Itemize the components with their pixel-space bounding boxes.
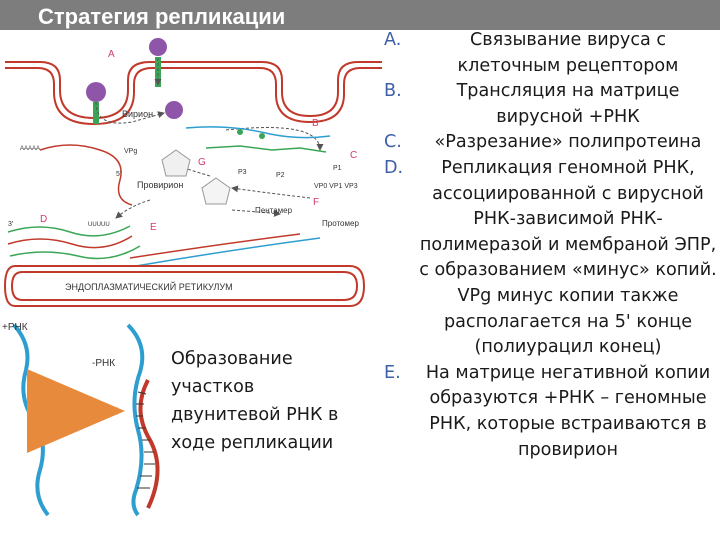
virion-icon	[165, 101, 183, 119]
label-five-prime: 5'	[116, 171, 121, 178]
label-a: A	[108, 49, 115, 60]
step-a: A. Связывание вируса с клеточным рецептор…	[384, 28, 718, 79]
translation-rna	[185, 126, 331, 139]
label-three-prime: 3'	[8, 221, 13, 228]
step-text: «Разрезание» полипротеина	[434, 132, 702, 153]
label-provirion: Провирион	[137, 180, 183, 190]
step-letter: D.	[384, 157, 404, 178]
pentamer-icon	[201, 177, 231, 205]
receptor-icon	[155, 57, 161, 87]
step-letter: B.	[384, 81, 402, 102]
label-plus-rna: +РНК	[2, 322, 28, 333]
virion-icon	[86, 82, 106, 124]
label-virion: Вирион	[122, 109, 153, 119]
slide-title: Стратегия репликации	[38, 4, 286, 29]
label-p3: P3	[238, 169, 247, 176]
step-text: Трансляция на матрице вирусной +РНК	[456, 81, 680, 127]
cell-membrane	[5, 61, 382, 126]
label-pentamer: Пентамер	[255, 206, 293, 215]
label-aaaaa: AAAAA	[20, 146, 40, 152]
step-text: Связывание вируса с клеточным рецептором	[457, 30, 679, 76]
replication-diagram: A B C D E F G Вирион Провирион Пентамер …	[2, 38, 382, 517]
step-b: B. Трансляция на матрице вирусной +РНК	[384, 79, 718, 130]
plus-rna-strand	[12, 323, 50, 517]
label-protomer: Протомер	[322, 219, 359, 228]
diagram-labels: A B C D E F G Вирион Провирион Пентамер …	[2, 49, 359, 369]
label-minus-rna: -РНК	[92, 358, 115, 369]
label-er: ЭНДОПЛАЗМАТИЧЕСКИЙ РЕТИКУЛУМ	[65, 281, 233, 292]
label-p2: P2	[276, 172, 285, 179]
polyprotein	[205, 145, 327, 153]
step-letter: A.	[384, 30, 402, 50]
title-bar: Стратегия репликации	[0, 0, 720, 30]
viral-rna	[39, 144, 133, 206]
step-text: На матрице негативной копии образуются +…	[425, 362, 711, 460]
label-vp: VP0 VP1 VP3	[314, 183, 358, 190]
label-vpg: VPg	[124, 148, 137, 155]
replication-strands	[7, 225, 321, 267]
step-e: E. На матрице негативной копии образуются…	[384, 361, 718, 463]
label-uuuuu: UUUUU	[88, 222, 110, 228]
step-letter: C.	[384, 132, 402, 153]
label-b: B	[312, 118, 319, 129]
minus-rna-strand	[126, 323, 160, 517]
step-c: C. «Разрезание» полипротеина	[384, 130, 718, 156]
provirion-icon	[161, 149, 191, 177]
label-e: E	[150, 222, 157, 233]
step-text: Репликация геномной РНК, ассоциированной…	[419, 157, 717, 358]
er-membrane	[3, 265, 366, 307]
step-d: D. Репликация геномной РНК, ассоциированн…	[384, 156, 718, 361]
virion-icon	[149, 38, 167, 87]
step-letter: E.	[384, 362, 401, 383]
label-p1: P1	[333, 165, 342, 172]
label-d: D	[40, 214, 47, 225]
steps-list: A. Связывание вируса с клеточным рецептор…	[384, 28, 718, 463]
label-c: C	[350, 150, 357, 161]
label-f: F	[313, 197, 319, 208]
label-g: G	[198, 157, 206, 168]
dsrna-caption: Образование участков двунитевой РНК в хо…	[171, 349, 339, 453]
